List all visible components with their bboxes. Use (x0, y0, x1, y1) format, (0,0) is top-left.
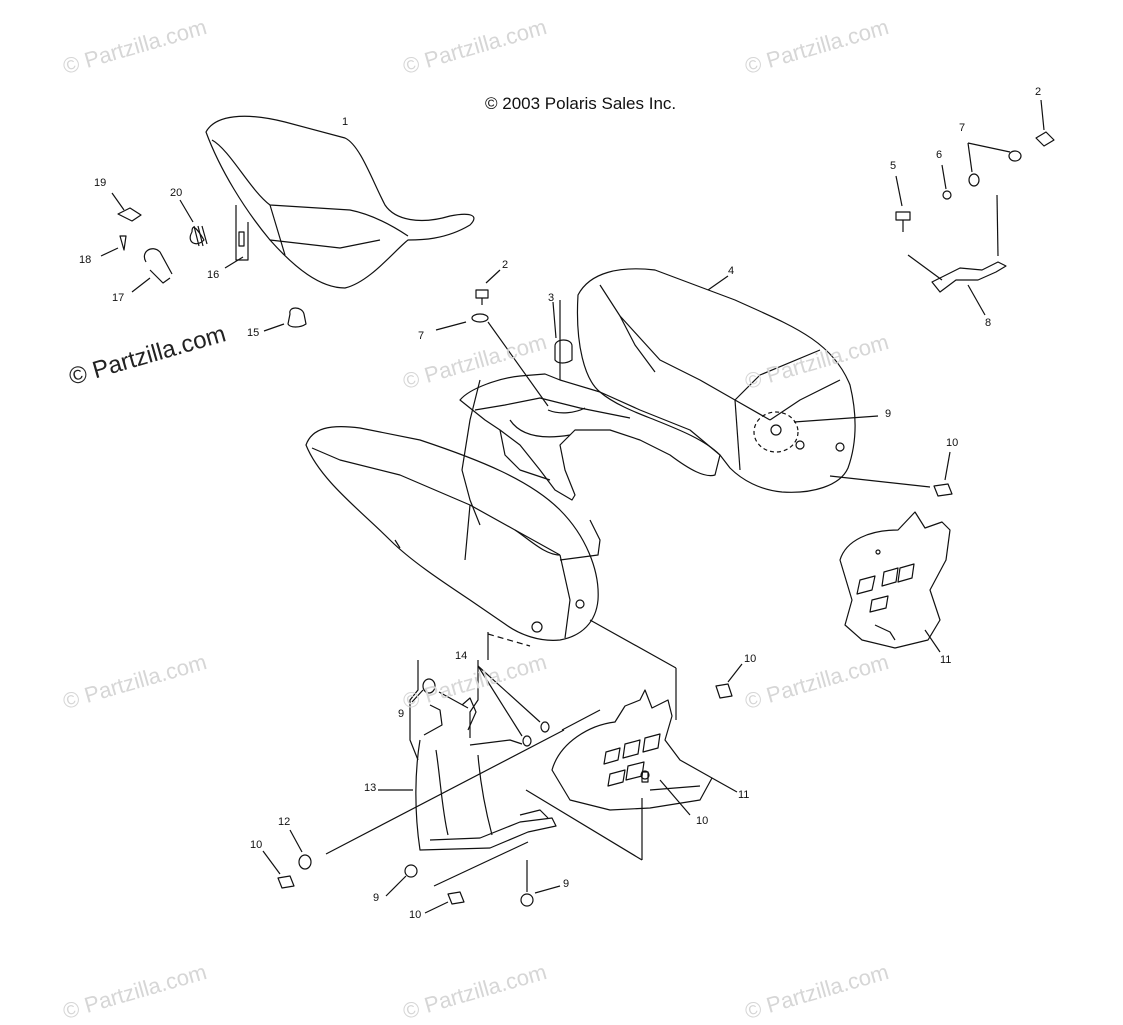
callout-label: 19 (94, 177, 107, 189)
callout-label: 3 (548, 292, 555, 304)
callout-label: 10 (946, 437, 959, 449)
callout-label: 12 (278, 816, 291, 828)
callout-label: 4 (728, 265, 735, 277)
callout-label: 10 (744, 653, 757, 665)
lower-bracket-assembly (378, 660, 557, 851)
hardware-upper-right (895, 99, 1055, 316)
callout-label: 2 (1035, 86, 1042, 98)
seat-part (205, 115, 475, 289)
bumper-part (263, 307, 307, 332)
callout-label: 7 (959, 122, 966, 134)
callout-label: 1 (342, 116, 349, 128)
callout-label: 15 (247, 327, 260, 339)
hardware-lower-left (262, 829, 561, 914)
callout-label: 14 (455, 650, 468, 662)
hardware-10-right (933, 451, 953, 497)
callout-label: 6 (936, 149, 943, 161)
mud-flap-right (839, 511, 951, 653)
hardware-center (435, 269, 557, 407)
rear-fender-right (576, 268, 931, 493)
callout-label: 10 (250, 839, 263, 851)
hardware-10-mid (715, 663, 743, 699)
callout-label: 7 (418, 330, 425, 342)
mud-flap-lower (551, 689, 738, 816)
rear-fender-left (305, 425, 601, 660)
seat-latch-parts (100, 192, 208, 293)
callout-label: 5 (890, 160, 897, 172)
callout-label: 9 (563, 878, 570, 890)
callout-label: 13 (364, 782, 377, 794)
callout-label: 11 (940, 654, 952, 666)
callout-label: 9 (398, 708, 405, 720)
callout-label: 10 (696, 815, 709, 827)
callout-label: 8 (985, 317, 992, 329)
callout-label: 17 (112, 292, 125, 304)
callout-label: 2 (502, 259, 509, 271)
callout-label: 16 (207, 269, 220, 281)
callout-label: 9 (373, 892, 380, 904)
fender-center-frame (459, 300, 721, 526)
callout-label: 20 (170, 187, 183, 199)
callout-label: 10 (409, 909, 422, 921)
assembly-leader-lines (325, 619, 677, 861)
callout-label: 18 (79, 254, 92, 266)
callout-label: 11 (738, 789, 750, 801)
copyright-notice: © 2003 Polaris Sales Inc. (485, 94, 677, 113)
callout-label: 9 (885, 408, 892, 420)
